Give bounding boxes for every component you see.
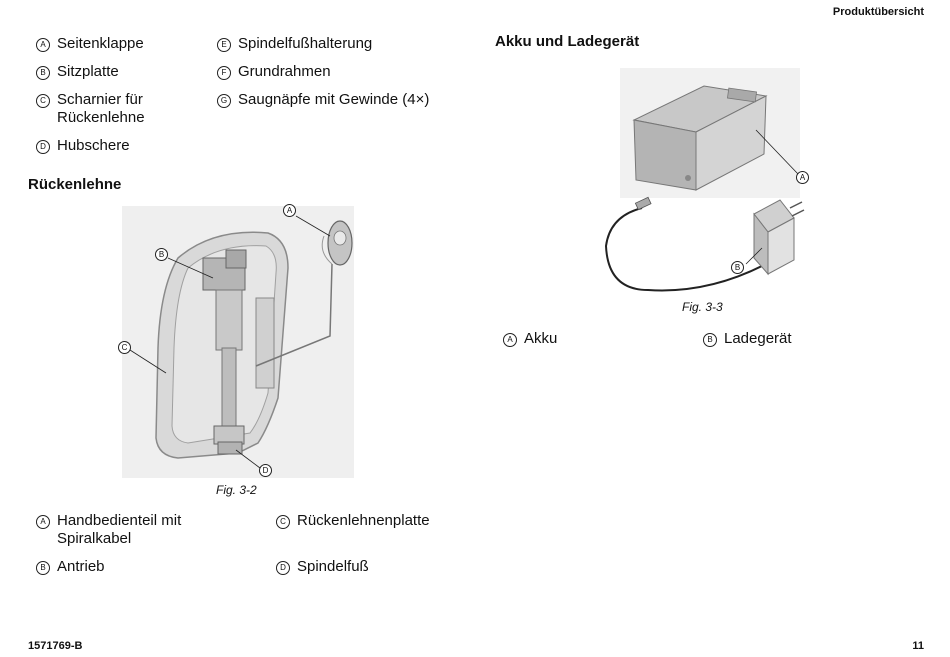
- figure-caption-backrest: Fig. 3-2: [216, 483, 257, 497]
- legend-item-c: C Scharnier für Rückenlehne: [36, 91, 166, 127]
- callout-badge: D: [36, 140, 50, 154]
- callout-badge: A: [503, 333, 517, 347]
- legend-item-b: B Sitzplatte: [36, 63, 119, 81]
- callout-b: B: [731, 261, 744, 274]
- document-id: 1571769-B: [28, 640, 83, 652]
- legend-text: Akku: [524, 330, 558, 347]
- legend-item-g: G Saugnäpfe mit Gewinde (4×): [217, 91, 429, 109]
- legend-text: Handbedienteil mit Spiralkabel: [57, 512, 182, 547]
- legend-text: Seitenklappe: [57, 35, 144, 52]
- callout-c: C: [118, 341, 131, 354]
- page-number: 11: [912, 640, 924, 652]
- callout-badge: B: [703, 333, 717, 347]
- callout-badge: A: [36, 38, 50, 52]
- callout-badge: A: [36, 515, 50, 529]
- callout-badge: B: [36, 561, 50, 575]
- legend-text: Scharnier für Rückenlehne: [57, 91, 145, 126]
- legend-text: Rückenlehnenplatte: [297, 512, 430, 529]
- callout-badge: C: [276, 515, 290, 529]
- legend-item-e: E Spindelfußhalterung: [217, 35, 372, 53]
- legend-item-f: F Grundrahmen: [217, 63, 331, 81]
- backrest-illustration: [122, 206, 354, 478]
- callout-badge: F: [217, 66, 231, 80]
- legend-text: Hubschere: [57, 137, 130, 154]
- legend-text: Saugnäpfe mit Gewinde (4×): [238, 91, 430, 108]
- callout-badge: E: [217, 38, 231, 52]
- legend-text: Antrieb: [57, 558, 105, 575]
- battery-illustration: [604, 68, 805, 292]
- backrest-legend-a: A Handbedienteil mit Spiralkabel: [36, 512, 206, 548]
- callout-b: B: [155, 248, 168, 261]
- legend-text: Grundrahmen: [238, 63, 331, 80]
- battery-legend-b: B Ladegerät: [703, 330, 792, 348]
- backrest-legend-b: B Antrieb: [36, 558, 105, 576]
- backrest-figure: A B C D: [118, 198, 358, 480]
- section-title-battery: Akku und Ladegerät: [495, 33, 640, 50]
- callout-badge: C: [36, 94, 50, 108]
- legend-item-a: A Seitenklappe: [36, 35, 144, 53]
- backrest-legend-d: D Spindelfuß: [276, 558, 369, 576]
- callout-a: A: [796, 171, 809, 184]
- callout-d: D: [259, 464, 272, 477]
- callout-a: A: [283, 204, 296, 217]
- legend-text: Spindelfuß: [297, 558, 369, 575]
- battery-figure: A B: [598, 68, 818, 294]
- legend-text: Ladegerät: [724, 330, 792, 347]
- battery-legend-a: A Akku: [503, 330, 557, 348]
- figure-caption-battery: Fig. 3-3: [682, 300, 723, 314]
- section-title-backrest: Rückenlehne: [28, 176, 122, 193]
- running-header: Produktübersicht: [832, 6, 924, 18]
- legend-text: Spindelfußhalterung: [238, 35, 373, 52]
- callout-badge: B: [36, 66, 50, 80]
- backrest-legend-c: C Rückenlehnenplatte: [276, 512, 430, 530]
- legend-text: Sitzplatte: [57, 63, 119, 80]
- callout-badge: D: [276, 561, 290, 575]
- callout-badge: G: [217, 94, 231, 108]
- legend-item-d: D Hubschere: [36, 137, 130, 155]
